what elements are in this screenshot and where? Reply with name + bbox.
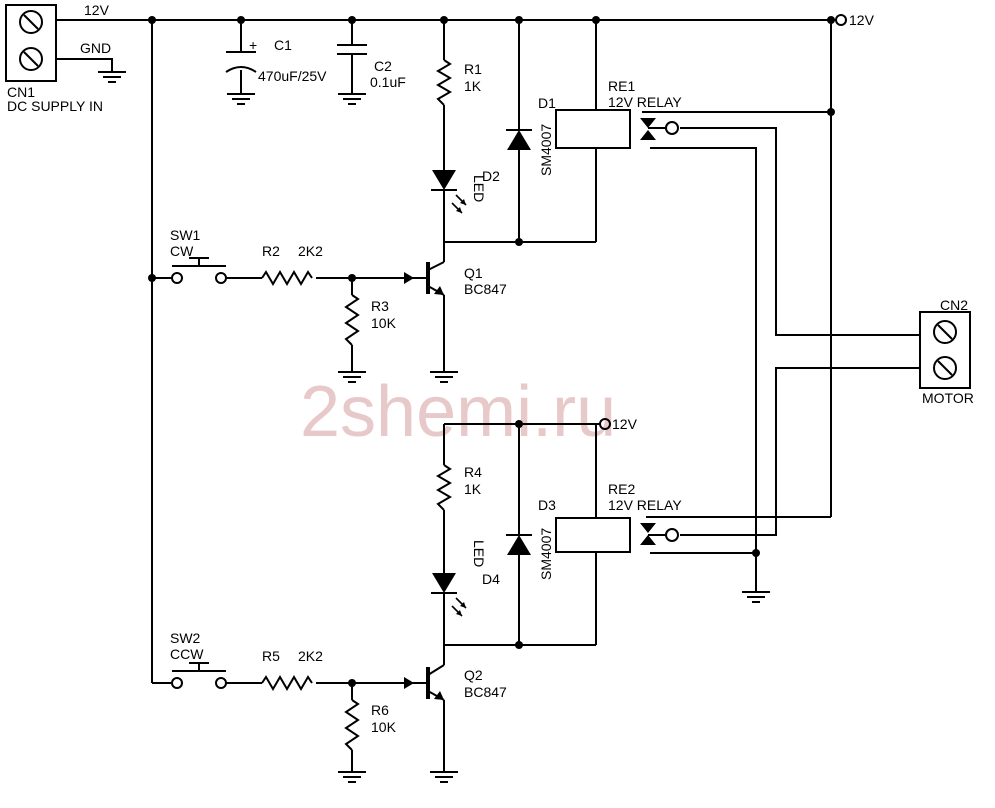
- label-r3-value: 10K: [371, 315, 397, 331]
- label-d3: D3: [538, 497, 556, 513]
- label-r6-value: 10K: [371, 719, 397, 735]
- cn2-connector: [919, 311, 971, 389]
- diode-d3: [506, 534, 532, 555]
- label-c2: C2: [374, 58, 392, 74]
- resistor-r1: [436, 59, 452, 106]
- label-c1-value: 470uF/25V: [258, 68, 327, 84]
- label-d3-part: SM4007: [538, 528, 554, 580]
- label-motor: MOTOR: [922, 390, 974, 406]
- label-d4: D4: [482, 571, 500, 587]
- led-d4: [431, 573, 467, 617]
- label-r1-value: 1K: [464, 78, 482, 94]
- terminal-12v-mid: [599, 418, 611, 430]
- watermark: 2shemi.ru: [300, 372, 616, 452]
- label-re1: RE1: [608, 78, 635, 94]
- terminal-12v-top: [835, 14, 847, 26]
- label-r2: R2: [262, 243, 280, 259]
- label-led2: LED: [471, 540, 487, 567]
- label-r3: R3: [371, 298, 389, 314]
- label-q2-part: BC847: [464, 684, 507, 700]
- label-c1-plus: +: [249, 37, 257, 53]
- label-sw2: SW2: [170, 630, 201, 646]
- label-r2-value: 2K2: [298, 243, 323, 259]
- capacitor-c1: [225, 51, 257, 73]
- resistor-r3: [344, 294, 360, 346]
- junctions: [148, 16, 835, 687]
- label-12v-top: 12V: [849, 12, 875, 28]
- label-12v-mid: 12V: [612, 416, 638, 432]
- label-q1-part: BC847: [464, 281, 507, 297]
- label-r6: R6: [371, 702, 389, 718]
- label-sw1: SW1: [170, 227, 201, 243]
- resistor-r4: [436, 464, 452, 511]
- relay-re1: [555, 109, 679, 149]
- label-r4-value: 1K: [464, 481, 482, 497]
- label-sw1-desc: CW: [170, 243, 194, 259]
- label-gnd: GND: [80, 40, 111, 56]
- label-d2: D2: [482, 168, 500, 184]
- label-re2: RE2: [608, 481, 635, 497]
- label-12v-rail: 12V: [84, 2, 110, 18]
- label-r5-value: 2K2: [298, 648, 323, 664]
- resistor-r2: [261, 270, 313, 286]
- capacitor-c2: [337, 44, 367, 55]
- label-q2: Q2: [464, 667, 483, 683]
- switch-sw1: [171, 257, 227, 284]
- led-d2: [431, 170, 467, 214]
- label-led1: LED: [471, 175, 487, 202]
- relay-re2: [555, 517, 679, 553]
- label-re2-desc: 12V RELAY: [608, 497, 682, 513]
- label-cn2: CN2: [940, 297, 968, 313]
- label-r5: R5: [262, 648, 280, 664]
- label-r4: R4: [464, 464, 482, 480]
- label-d1-part: SM4007: [538, 124, 554, 176]
- transistor-q1: [404, 261, 445, 296]
- label-sw2-desc: CCW: [170, 646, 204, 662]
- label-cn1-desc: DC SUPPLY IN: [7, 98, 103, 114]
- resistor-r5: [261, 675, 313, 691]
- label-cn1: CN1: [7, 84, 35, 100]
- label-re1-desc: 12V RELAY: [608, 94, 682, 110]
- cn1-connector: [5, 4, 57, 82]
- label-c2-value: 0.1uF: [370, 74, 406, 90]
- label-c1: C1: [274, 37, 292, 53]
- resistor-r6: [344, 699, 360, 751]
- label-r1: R1: [464, 61, 482, 77]
- label-q1: Q1: [464, 265, 483, 281]
- label-d1: D1: [538, 95, 556, 111]
- switch-sw2: [171, 662, 227, 689]
- diode-d1: [506, 129, 532, 150]
- transistor-q2: [404, 664, 445, 701]
- ground-symbols: [98, 71, 770, 783]
